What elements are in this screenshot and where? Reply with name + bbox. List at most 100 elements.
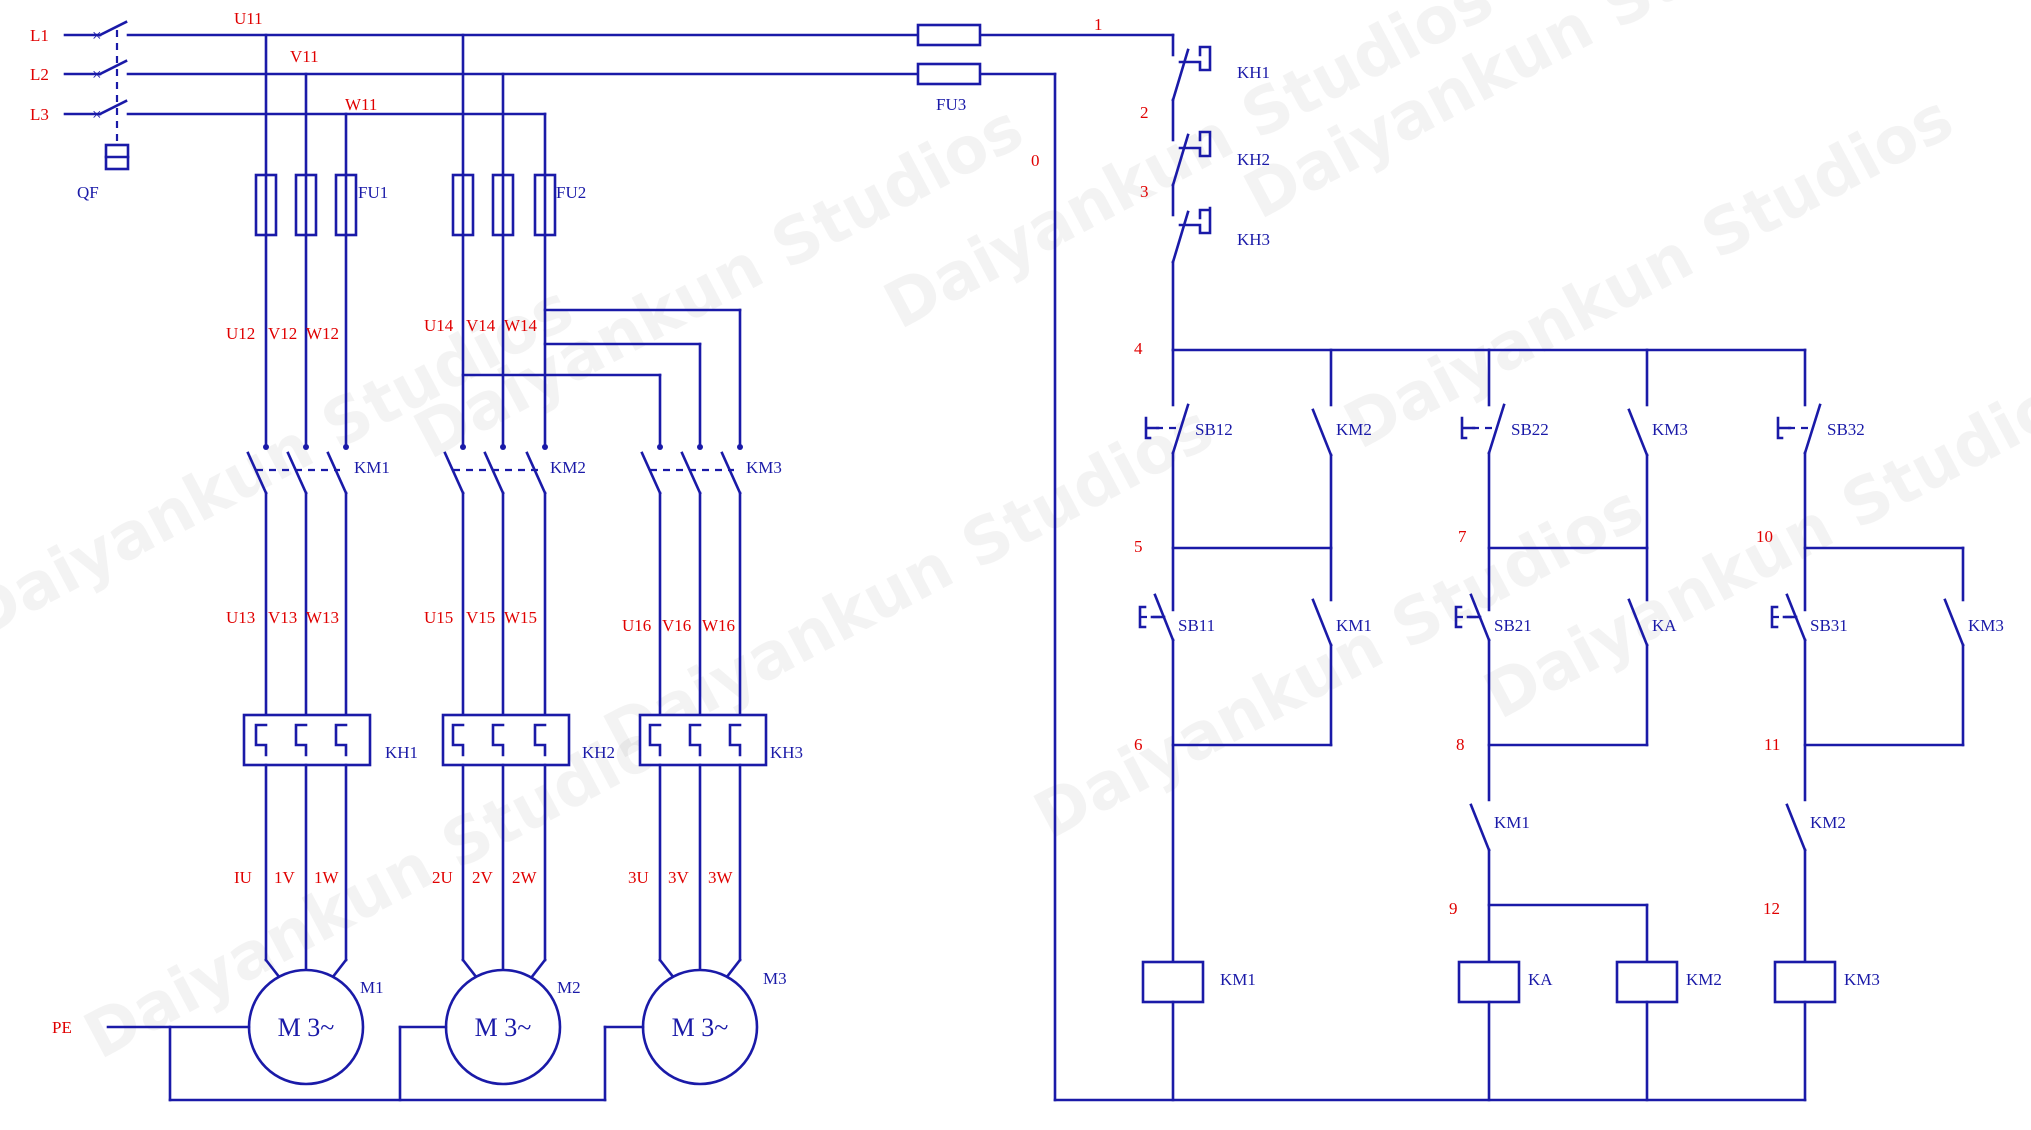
sb31-label: SB31 — [1810, 616, 1848, 635]
control-circuit — [1053, 33, 1965, 1102]
ka-aux-label: KA — [1652, 616, 1677, 635]
kh2-thermal-relay — [441, 713, 571, 767]
m1-symbol: M 3~ — [278, 1013, 335, 1042]
svg-text:11: 11 — [1764, 735, 1780, 754]
svg-text:IU: IU — [234, 868, 252, 887]
svg-text:9: 9 — [1449, 899, 1458, 918]
l2-label: L2 — [30, 65, 49, 84]
svg-text:8: 8 — [1456, 735, 1465, 754]
qf-label: QF — [77, 183, 99, 202]
km1-aux-label: KM1 — [1336, 616, 1372, 635]
svg-text:W16: W16 — [702, 616, 735, 635]
km3-coil-label: KM3 — [1844, 970, 1880, 989]
km1-interlock-label: KM1 — [1494, 813, 1530, 832]
km2-aux-label: KM2 — [1336, 420, 1372, 439]
km1-coil-label: KM1 — [1220, 970, 1256, 989]
fu1-label: FU1 — [358, 183, 388, 202]
svg-text:3U: 3U — [628, 868, 649, 887]
svg-text:6: 6 — [1134, 735, 1143, 754]
kh1-label: KH1 — [385, 743, 418, 762]
sb32-label: SB32 — [1827, 420, 1865, 439]
motor1-branch — [242, 33, 372, 1086]
svg-text:7: 7 — [1458, 527, 1467, 546]
km3-main-label: KM3 — [746, 458, 782, 477]
km2-coil — [1615, 960, 1679, 1004]
m3-symbol: M 3~ — [672, 1013, 729, 1042]
svg-text:×: × — [92, 65, 102, 84]
sb11-label: SB11 — [1178, 616, 1215, 635]
svg-text:1: 1 — [1094, 15, 1103, 34]
svg-text:V14: V14 — [466, 316, 496, 335]
l3-label: L3 — [30, 105, 49, 124]
svg-text:3W: 3W — [708, 868, 734, 887]
pe-ground — [106, 1025, 645, 1102]
l1-label: L1 — [30, 26, 49, 45]
svg-text:U16: U16 — [622, 616, 651, 635]
svg-text:×: × — [92, 105, 102, 124]
km3-aux-label: KM3 — [1652, 420, 1688, 439]
kh3-thermal-relay — [638, 713, 768, 767]
km1-main-label: KM1 — [354, 458, 390, 477]
m3-label: M3 — [763, 969, 787, 988]
kh1-thermal-relay — [242, 713, 372, 767]
svg-text:V11: V11 — [290, 47, 319, 66]
sb22-label: SB22 — [1511, 420, 1549, 439]
svg-text:V16: V16 — [662, 616, 691, 635]
svg-text:U11: U11 — [234, 9, 263, 28]
fu3-label: FU3 — [936, 95, 966, 114]
ka-coil — [1457, 960, 1521, 1004]
km2-coil-label: KM2 — [1686, 970, 1722, 989]
svg-text:×: × — [92, 26, 102, 45]
svg-text:10: 10 — [1756, 527, 1773, 546]
svg-text:2W: 2W — [512, 868, 538, 887]
main-bus: × × × — [63, 20, 1175, 171]
svg-text:W11: W11 — [345, 95, 377, 114]
component-labels: QF FU1 FU2 FU3 KM1 KM2 KM3 KH1 KH2 KH3 M… — [77, 63, 2004, 1042]
svg-text:3V: 3V — [668, 868, 690, 887]
svg-text:V13: V13 — [268, 608, 297, 627]
svg-text:U13: U13 — [226, 608, 255, 627]
kh1-contact-label: KH1 — [1237, 63, 1270, 82]
km2-main-label: KM2 — [550, 458, 586, 477]
watermark: Daiyankun Studios Daiyankun Studios Daiy… — [0, 0, 2031, 1074]
km3-coil — [1773, 960, 1837, 1004]
m1-label: M1 — [360, 978, 384, 997]
svg-text:2: 2 — [1140, 103, 1149, 122]
kh2-label: KH2 — [582, 743, 615, 762]
km3-hold-label: KM3 — [1968, 616, 2004, 635]
svg-text:W13: W13 — [306, 608, 339, 627]
svg-text:U15: U15 — [424, 608, 453, 627]
fu2-label: FU2 — [556, 183, 586, 202]
motor2-branch — [441, 33, 742, 1086]
fu3-control-fuse — [916, 23, 982, 86]
svg-text:U12: U12 — [226, 324, 255, 343]
svg-text:1W: 1W — [314, 868, 340, 887]
m2-symbol: M 3~ — [475, 1013, 532, 1042]
sb21-label: SB21 — [1494, 616, 1532, 635]
svg-text:3: 3 — [1140, 182, 1149, 201]
svg-text:W15: W15 — [504, 608, 537, 627]
contact-dots — [263, 444, 743, 450]
svg-text:1V: 1V — [274, 868, 296, 887]
kh3-label: KH3 — [770, 743, 803, 762]
kh2-contact-label: KH2 — [1237, 150, 1270, 169]
pe-label: PE — [52, 1018, 72, 1037]
svg-text:V12: V12 — [268, 324, 297, 343]
svg-text:5: 5 — [1134, 537, 1143, 556]
m2-label: M2 — [557, 978, 581, 997]
svg-text:2U: 2U — [432, 868, 453, 887]
svg-text:W12: W12 — [306, 324, 339, 343]
svg-text:0: 0 — [1031, 151, 1040, 170]
svg-text:4: 4 — [1134, 339, 1143, 358]
ka-coil-label: KA — [1528, 970, 1553, 989]
svg-text:2V: 2V — [472, 868, 494, 887]
km1-coil — [1141, 960, 1205, 1004]
labels: L1 L2 L3 PE U11 V11 W11 U12 V12 W12 U14 … — [30, 9, 1780, 1037]
svg-text:U14: U14 — [424, 316, 454, 335]
kh3-contact-label: KH3 — [1237, 230, 1270, 249]
svg-text:W14: W14 — [504, 316, 538, 335]
sb12-label: SB12 — [1195, 420, 1233, 439]
km2-interlock-label: KM2 — [1810, 813, 1846, 832]
svg-text:V15: V15 — [466, 608, 495, 627]
